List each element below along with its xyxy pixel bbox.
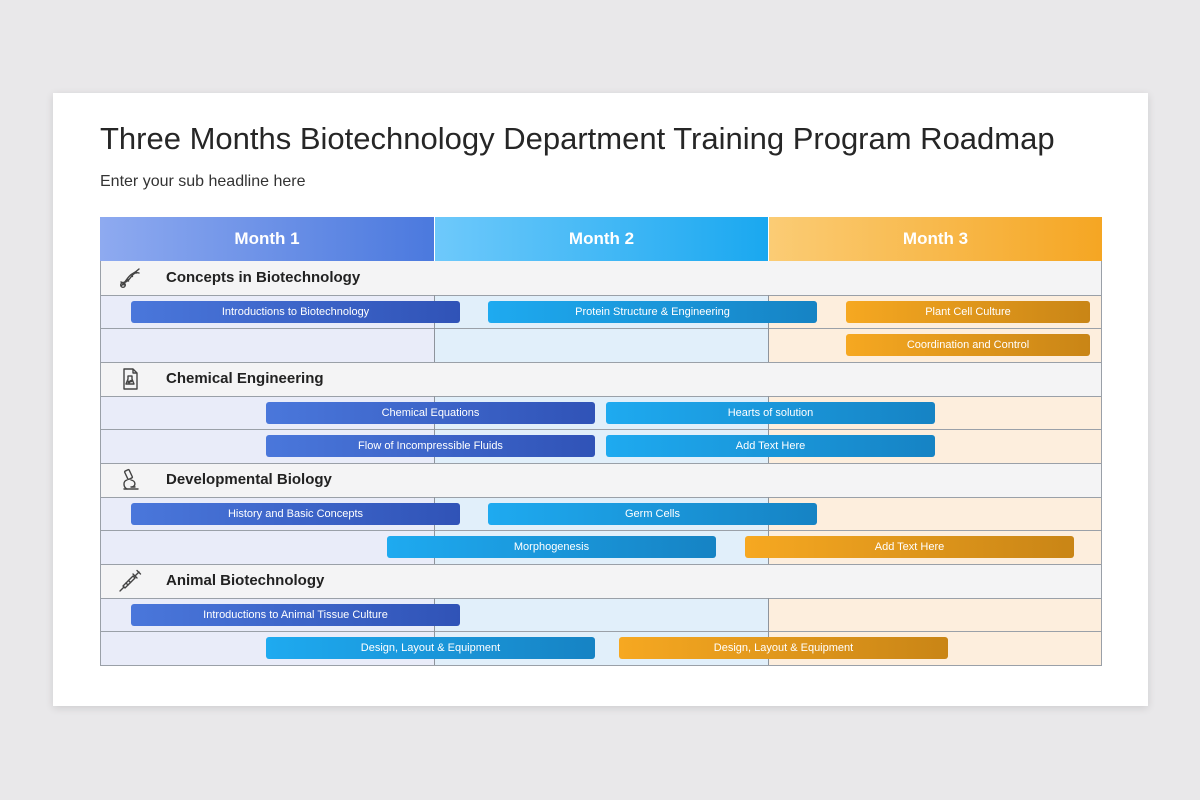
grid-line: [100, 396, 1102, 397]
task-bar: Flow of Incompressible Fluids: [266, 435, 595, 457]
table-frame: [100, 261, 1102, 666]
grid-line: [768, 598, 769, 666]
category-label: Developmental Biology: [166, 471, 332, 488]
category-row: Chemical Engineering: [100, 362, 1102, 396]
chemistry-document-icon: [123, 368, 138, 390]
grid-line: [100, 530, 1102, 531]
grid-line: [768, 396, 769, 463]
task-bar: Protein Structure & Engineering: [488, 301, 817, 323]
category-row: Concepts in Biotechnology: [100, 261, 1102, 295]
slide: Three Months Biotechnology Department Tr…: [53, 93, 1148, 706]
grid-line: [100, 598, 1102, 599]
grid-line: [100, 497, 1102, 498]
category-row: Animal Biotechnology: [100, 564, 1102, 598]
month-2-header: Month 2: [434, 217, 768, 261]
page-title: Three Months Biotechnology Department Tr…: [100, 121, 1055, 156]
roadmap-table: Month 1 Month 2 Month 3 Concepts in Biot…: [100, 217, 1102, 666]
page-subtitle: Enter your sub headline here: [100, 173, 306, 190]
task-bar: Hearts of solution: [606, 402, 935, 424]
grid-line: [100, 463, 1102, 464]
grid-line: [100, 328, 1102, 329]
task-bar: Add Text Here: [606, 435, 935, 457]
task-bar: Design, Layout & Equipment: [266, 637, 595, 659]
task-bar: Chemical Equations: [266, 402, 595, 424]
task-bar: Coordination and Control: [846, 334, 1090, 356]
task-bar: Design, Layout & Equipment: [619, 637, 948, 659]
category-label: Concepts in Biotechnology: [166, 269, 361, 286]
grid-line: [434, 598, 435, 666]
task-bar: Introductions to Biotechnology: [131, 301, 460, 323]
task-bar: Add Text Here: [745, 536, 1074, 558]
grid-line: [434, 328, 435, 362]
microscope-icon: [123, 468, 139, 490]
task-bar: Germ Cells: [488, 503, 817, 525]
category-label: Animal Biotechnology: [166, 572, 325, 589]
grid-line: [768, 295, 769, 362]
task-bar: History and Basic Concepts: [131, 503, 460, 525]
grid-line: [100, 631, 1102, 632]
grid-line: [100, 564, 1102, 565]
grid-line: [434, 396, 435, 463]
category-row: Developmental Biology: [100, 463, 1102, 497]
task-bar: Morphogenesis: [387, 536, 716, 558]
grid-line: [434, 497, 435, 564]
dna-strand-icon: [120, 268, 140, 289]
month-1-header: Month 1: [100, 217, 434, 261]
grid-line: [100, 362, 1102, 363]
task-bar: Introductions to Animal Tissue Culture: [131, 604, 460, 626]
task-bar: Plant Cell Culture: [846, 301, 1090, 323]
category-label: Chemical Engineering: [166, 370, 324, 387]
grid-line: [100, 295, 1102, 296]
month-3-header: Month 3: [768, 217, 1102, 261]
syringe-icon: [119, 569, 142, 592]
grid-line: [768, 497, 769, 564]
grid-line: [100, 429, 1102, 430]
